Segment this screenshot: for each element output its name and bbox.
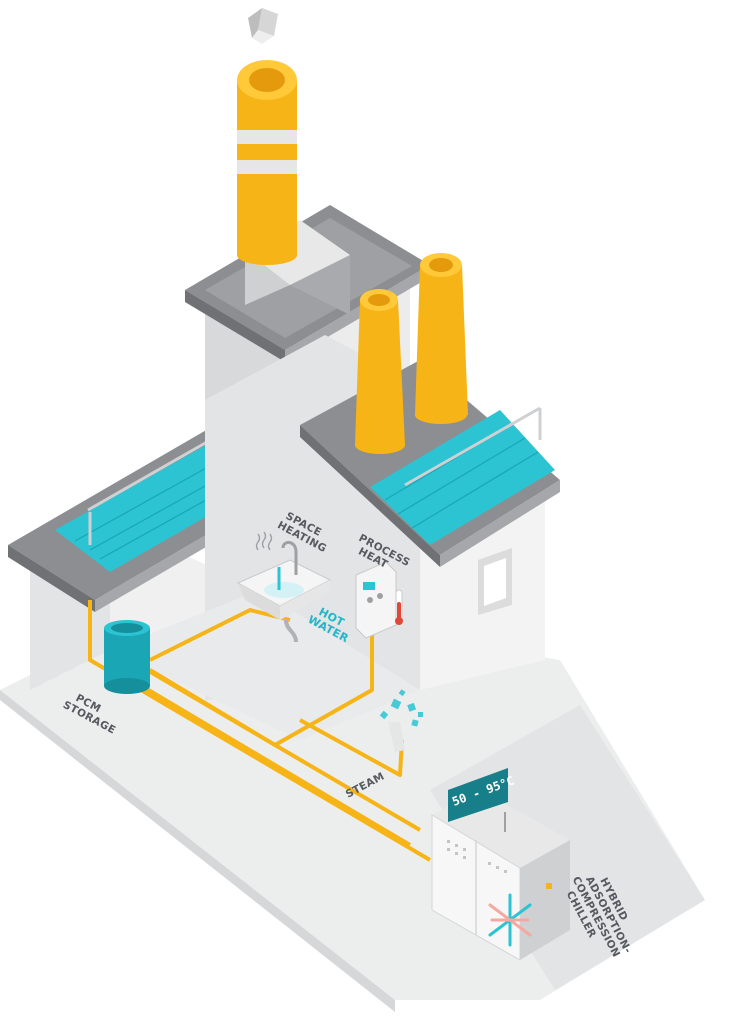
ground-slab-edge bbox=[0, 690, 395, 1012]
steam-emitter bbox=[379, 689, 423, 752]
chimney-large bbox=[237, 60, 297, 265]
chimney-back bbox=[415, 253, 468, 424]
chiller bbox=[431, 768, 570, 961]
solar-panel-right bbox=[370, 410, 555, 545]
sink bbox=[236, 531, 332, 643]
snowflake-icon bbox=[488, 893, 532, 947]
chimney-front bbox=[355, 289, 405, 454]
smoke-cube bbox=[248, 8, 278, 44]
process-heat-controller bbox=[355, 561, 403, 639]
temperature-display bbox=[448, 768, 508, 822]
pipes bbox=[88, 600, 432, 862]
pcm-storage-tank bbox=[104, 620, 150, 694]
